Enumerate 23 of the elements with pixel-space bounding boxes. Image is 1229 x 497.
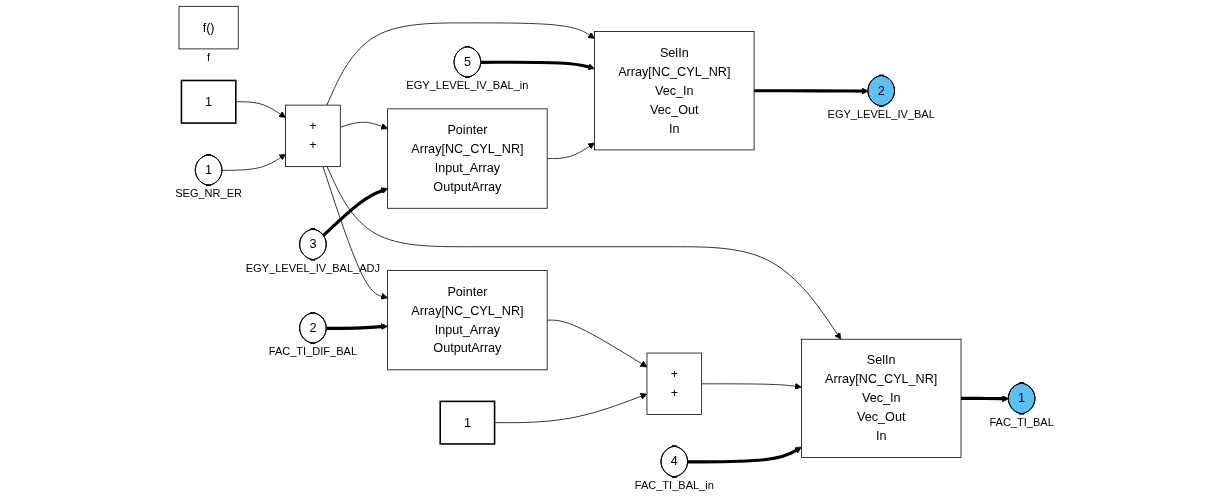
node-box: Pointer Array[NC_CYL_NR] Input_Array OutputArray [387, 270, 548, 371]
arrow [322, 187, 388, 237]
arrow [961, 395, 1010, 403]
arrow [754, 87, 869, 95]
node-label: EGY_LEVEL_IV_BAL_in [406, 79, 529, 92]
arrow [326, 323, 388, 331]
node-box: SelIn Array[NC_CYL_NR] Vec_In Vec_Out In [594, 31, 755, 151]
node-label: FAC_TI_BAL_in [634, 478, 714, 491]
node-box: Pointer Array[NC_CYL_NR] Input_Array OutputArray [387, 108, 548, 209]
node-box: 1 [180, 79, 237, 124]
node-box: + + [646, 352, 703, 415]
node-label: f [207, 50, 211, 63]
node-box: f() [178, 5, 239, 50]
node-label: FAC_TI_BAL [989, 415, 1054, 428]
node-label: SEG_NR_ER [175, 187, 243, 200]
node-box: + + [285, 104, 341, 168]
node-box: 1 [439, 400, 496, 445]
node-label: EGY_LEVEL_IV_BAL [827, 107, 935, 120]
node-label: EGY_LEVEL_IV_BAL_ADJ [245, 261, 381, 274]
node-label: FAC_TI_DIF_BAL [268, 345, 358, 358]
arrow [687, 446, 802, 464]
arrow [481, 60, 595, 71]
node-box: SelIn Array[NC_CYL_NR] Vec_In Vec_Out In [801, 338, 962, 458]
